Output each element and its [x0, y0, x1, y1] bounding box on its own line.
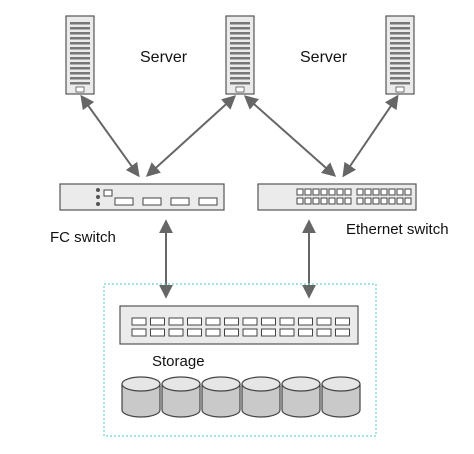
port: [261, 317, 276, 326]
port: [328, 197, 336, 205]
disk-icon-5: [281, 376, 321, 418]
port: [298, 328, 313, 337]
port: [187, 317, 202, 326]
server-right-icon: [385, 15, 415, 95]
port: [320, 188, 328, 196]
port: [205, 317, 221, 326]
server-left-icon: [65, 15, 95, 95]
port: [380, 188, 388, 196]
port: [298, 317, 313, 326]
port: [296, 197, 304, 205]
port: [242, 328, 258, 337]
port: [279, 328, 295, 337]
arrow-server-right-ethernet: [342, 94, 399, 178]
arrow-server-middle-fc: [145, 95, 237, 177]
storage-array-icon: [119, 305, 359, 345]
port: [224, 328, 239, 337]
ethernet-switch-icon: [257, 183, 417, 211]
port: [279, 317, 295, 326]
server-middle-icon: [225, 15, 255, 95]
port: [388, 197, 396, 205]
port: [328, 188, 336, 196]
disk-icon-6: [321, 376, 361, 418]
port: [372, 197, 380, 205]
port: [335, 328, 350, 337]
arrow-server-left-fc: [80, 94, 140, 178]
disk-icon-1: [121, 376, 161, 418]
port: [131, 328, 147, 337]
port: [396, 188, 404, 196]
port: [404, 188, 412, 196]
port: [150, 328, 165, 337]
port: [320, 197, 328, 205]
port: [168, 328, 184, 337]
port: [205, 328, 221, 337]
server-left-label: Server: [140, 49, 188, 66]
port: [364, 197, 372, 205]
server-right-label: Server: [300, 49, 348, 66]
port: [242, 317, 258, 326]
port: [316, 317, 332, 326]
port: [187, 328, 202, 337]
disk-icon-3: [201, 376, 241, 418]
port: [168, 317, 184, 326]
port: [304, 188, 312, 196]
storage-group-border: [103, 283, 377, 437]
arrow-server-middle-ethernet: [243, 95, 337, 177]
port: [364, 188, 372, 196]
port: [336, 197, 344, 205]
disk-icon-2: [161, 376, 201, 418]
port: [388, 188, 396, 196]
port: [312, 188, 320, 196]
port: [356, 197, 364, 205]
port: [336, 188, 344, 196]
port: [296, 188, 304, 196]
disk-icon-4: [241, 376, 281, 418]
port: [131, 317, 147, 326]
port: [224, 317, 239, 326]
port: [316, 328, 332, 337]
fc-switch-icon: [59, 183, 225, 211]
port: [344, 188, 352, 196]
fc-switch-label: FC switch: [50, 229, 116, 246]
port: [396, 197, 404, 205]
port: [261, 328, 276, 337]
port: [404, 197, 412, 205]
port: [372, 188, 380, 196]
port: [312, 197, 320, 205]
port: [335, 317, 350, 326]
ethernet-switch-label: Ethernet switch: [346, 221, 449, 238]
port: [304, 197, 312, 205]
port: [380, 197, 388, 205]
port: [356, 188, 364, 196]
port: [150, 317, 165, 326]
storage-label: Storage: [152, 353, 205, 370]
port: [344, 197, 352, 205]
